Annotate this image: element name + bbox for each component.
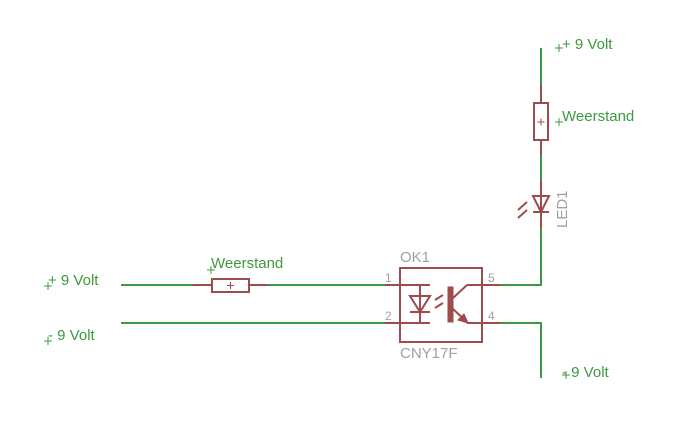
pin-5: 5 [488,271,495,285]
label-top-resistor: Weerstand [562,108,634,125]
label-left-resistor: Weerstand [211,255,283,272]
resistor-left[interactable] [211,278,250,293]
led1[interactable] [517,180,551,228]
label-left-minus: - 9 Volt [48,327,96,344]
origin-markers [44,44,570,379]
label-left-plus: + 9 Volt [48,272,99,289]
label-top-supply: + 9 Volt [562,36,613,53]
label-led1: LED1 [554,190,571,228]
pin-4: 4 [488,309,495,323]
resistor-top[interactable] [533,102,549,141]
pin-1: 1 [385,271,392,285]
wire-pin4 [500,322,542,378]
label-right-minus: - 9 Volt [562,364,610,381]
wire-pin5 [500,228,542,286]
label-ok1: OK1 [400,249,430,266]
pin-2: 2 [385,309,392,323]
label-cny17f: CNY17F [400,345,458,362]
optocoupler-ok1[interactable] [385,267,500,343]
